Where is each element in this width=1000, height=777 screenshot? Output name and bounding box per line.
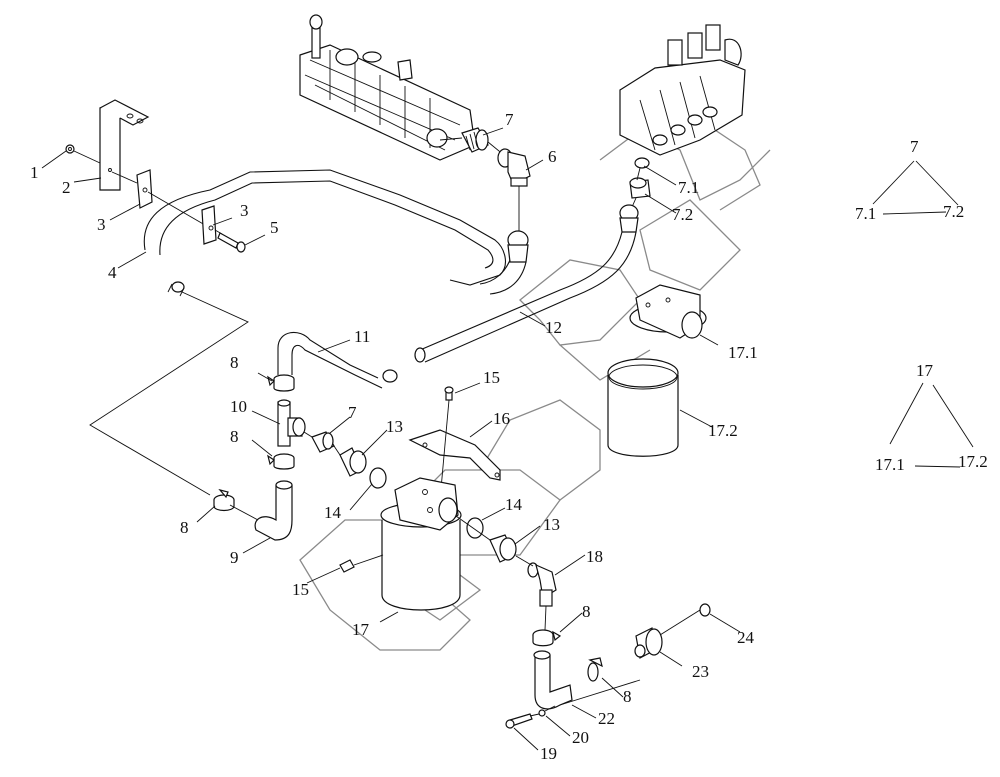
tree-17-parent: 17 xyxy=(916,361,934,380)
oring-14-right xyxy=(466,517,484,539)
callout-13: 13 xyxy=(543,515,560,534)
callout-13: 13 xyxy=(386,417,403,436)
washer-20 xyxy=(538,709,546,717)
filter-element-17-2 xyxy=(607,358,679,457)
tree-7-child-2: 7.2 xyxy=(943,202,964,221)
callout-22: 22 xyxy=(598,709,615,728)
callout-4: 4 xyxy=(108,263,117,282)
callout-15: 15 xyxy=(292,580,309,599)
callout-3: 3 xyxy=(240,201,249,220)
callout-3: 3 xyxy=(97,215,106,234)
clip-3-left xyxy=(136,169,153,209)
callout-8: 8 xyxy=(230,353,239,372)
callout-7-1: 7.1 xyxy=(678,178,699,197)
callout-6: 6 xyxy=(548,147,557,166)
oring-24 xyxy=(699,603,711,617)
callout-8: 8 xyxy=(623,687,632,706)
callout-11: 11 xyxy=(354,327,370,346)
filter-17 xyxy=(380,477,462,611)
callout-19: 19 xyxy=(540,744,557,763)
callout-17-1: 17.1 xyxy=(728,343,758,362)
callout-24: 24 xyxy=(737,628,755,647)
oring-14-left xyxy=(369,467,387,489)
callout-leaders xyxy=(41,127,741,751)
callout-17: 17 xyxy=(352,620,370,639)
callout-8: 8 xyxy=(180,518,189,537)
fitting-23 xyxy=(634,627,663,659)
adaptor-13-left xyxy=(339,447,367,477)
callout-2: 2 xyxy=(62,178,71,197)
tee-10 xyxy=(277,399,306,447)
hose-11 xyxy=(277,331,398,389)
callout-7: 7 xyxy=(505,110,514,129)
bolt-15-bottom xyxy=(339,559,355,573)
callout-1: 1 xyxy=(30,163,39,182)
callout-9: 9 xyxy=(230,548,239,567)
filter-head-17-1 xyxy=(629,284,707,339)
tree-17-child-1: 17.1 xyxy=(875,455,905,474)
nut-1 xyxy=(65,144,75,154)
filter-bracket-16 xyxy=(408,429,501,481)
callout-15: 15 xyxy=(483,368,500,387)
callout-12: 12 xyxy=(545,318,562,337)
callout-20: 20 xyxy=(572,728,589,747)
control-valve-left xyxy=(299,14,476,161)
hose-9 xyxy=(254,480,293,541)
callout-8: 8 xyxy=(582,602,591,621)
clamp-8-upper xyxy=(267,374,295,392)
callout-5: 5 xyxy=(270,218,279,237)
fitting-7-top xyxy=(461,127,489,153)
tree-17-child-2: 17.2 xyxy=(958,452,988,471)
tree-7-parent: 7 xyxy=(910,137,919,156)
callout-17-2: 17.2 xyxy=(708,421,738,440)
clamp-8-middle xyxy=(267,453,295,470)
assembly-tree-17: 17 17.1 17.2 xyxy=(875,361,988,474)
callout-14: 14 xyxy=(324,503,342,522)
clamp-8-22 xyxy=(587,657,603,682)
callout-18: 18 xyxy=(586,547,603,566)
clamp-8-18 xyxy=(532,629,562,647)
callout-14: 14 xyxy=(505,495,523,514)
callout-16: 16 xyxy=(493,409,510,428)
fitting-7-2 xyxy=(629,177,651,199)
hose-22 xyxy=(533,650,573,710)
elbow-6 xyxy=(497,148,531,187)
adaptor-13-right xyxy=(489,534,517,563)
assembly-tree-7: 7 7.1 7.2 xyxy=(855,137,964,223)
fitting-7-lower xyxy=(311,431,335,453)
bolt-19 xyxy=(505,713,533,729)
tree-7-child-1: 7.1 xyxy=(855,204,876,223)
bolt-5 xyxy=(217,232,246,253)
hose-top xyxy=(143,169,529,295)
callout-7: 7 xyxy=(348,403,357,422)
callout-23: 23 xyxy=(692,662,709,681)
hose-4-end xyxy=(167,281,185,297)
callout-labels: 1 2 3 3 4 5 6 7 7.1 7.2 8 8 8 8 8 9 10 1… xyxy=(30,110,758,763)
elbow-18 xyxy=(527,562,557,607)
callout-7-2: 7.2 xyxy=(672,205,693,224)
bolt-15-top xyxy=(444,386,454,401)
oring-7-1 xyxy=(634,157,650,169)
callout-10: 10 xyxy=(230,397,247,416)
clip-3-right xyxy=(201,205,217,245)
control-valve-right xyxy=(619,24,746,156)
hose-12 xyxy=(414,204,639,363)
callout-8: 8 xyxy=(230,427,239,446)
clamp-8-lower xyxy=(213,488,235,512)
